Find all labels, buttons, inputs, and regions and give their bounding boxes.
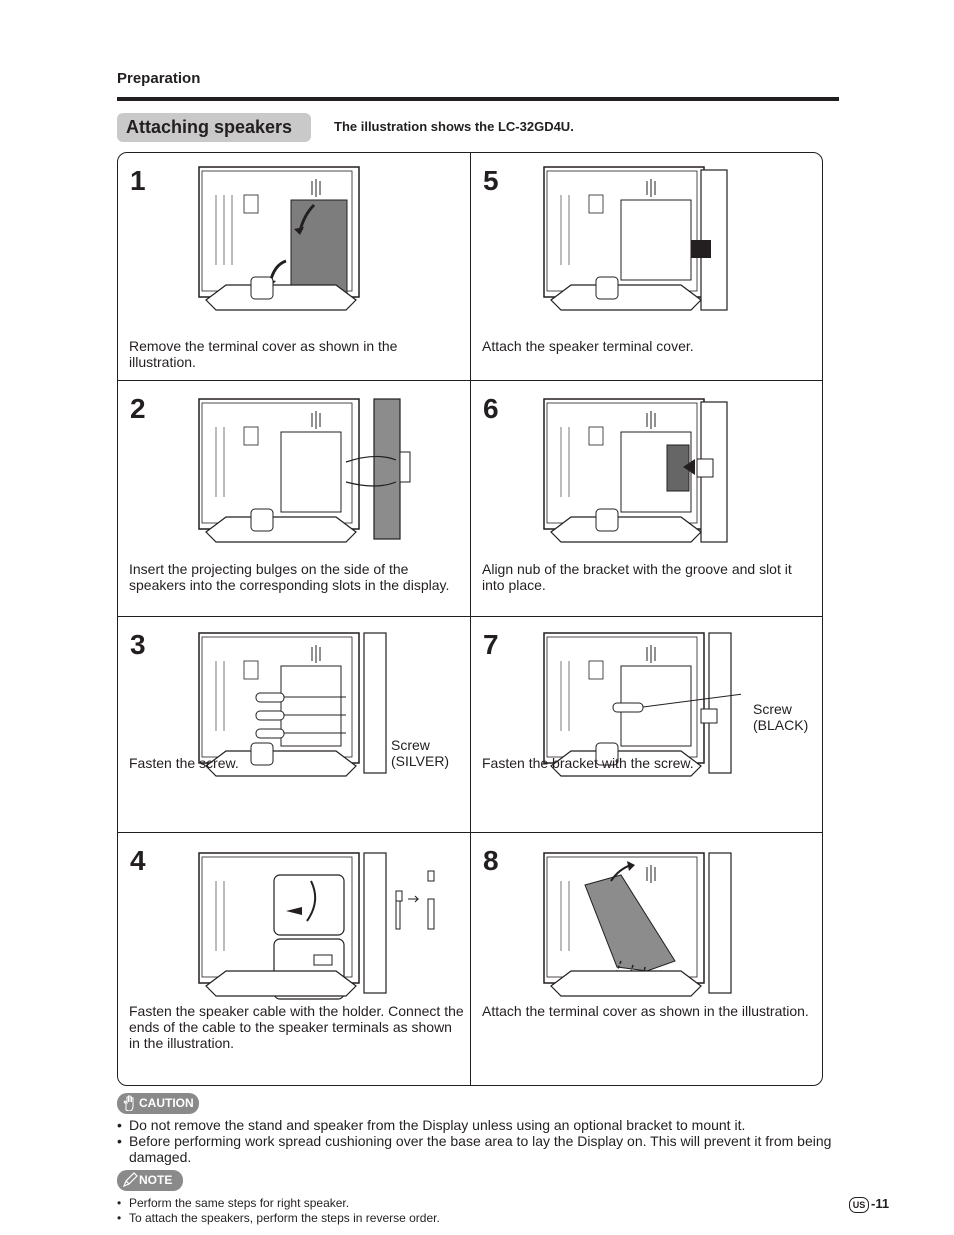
note-label: NOTE	[139, 1173, 173, 1187]
note-item: Perform the same steps for right speaker…	[117, 1196, 717, 1211]
step-3-illustration	[198, 632, 387, 777]
region-mark: US	[849, 1196, 869, 1213]
callout-line: Screw	[753, 701, 792, 717]
step-2-illustration	[198, 398, 411, 543]
step-number: 4	[130, 845, 146, 876]
step-6: 6 Align nub of the bracket with the groo…	[471, 381, 822, 616]
step-7: 7 Screw (BLACK) Fasten the bracket with …	[471, 617, 822, 832]
page-heading: Attaching speakers	[117, 113, 311, 142]
page-number-value: -11	[871, 1196, 890, 1211]
caution-badge: CAUTION	[117, 1093, 199, 1114]
step-4-illustration	[198, 852, 435, 1000]
step-text: Attach the speaker terminal cover.	[482, 338, 694, 354]
step-number: 5	[483, 165, 499, 196]
step-1-illustration	[198, 166, 360, 311]
step-1: 1 Remove the terminal cover as shown in …	[118, 153, 470, 380]
step-2: 2 Insert the projecting bulges on the si…	[118, 381, 470, 616]
step-number: 8	[483, 845, 499, 876]
step-8-illustration	[543, 852, 732, 997]
note-list: Perform the same steps for right speaker…	[117, 1196, 717, 1226]
note-badge: NOTE	[117, 1170, 183, 1191]
hand-icon	[123, 1095, 134, 1111]
callout-line: (BLACK)	[753, 717, 809, 733]
caution-item: Do not remove the stand and speaker from…	[117, 1117, 843, 1133]
step-text: Insert the projecting bulges on the side…	[129, 561, 450, 593]
step-number: 3	[130, 629, 146, 660]
caution-label: CAUTION	[139, 1096, 194, 1110]
screw-black-callout: Screw (BLACK)	[753, 701, 808, 733]
step-text: Attach the terminal cover as shown in th…	[482, 1003, 809, 1019]
step-text: Fasten the bracket with the screw.	[482, 755, 694, 771]
step-4: 4 Fasten the speaker cable with the hold…	[118, 833, 470, 1085]
step-7-illustration	[543, 632, 741, 777]
step-text: Remove the terminal cover as shown in th…	[129, 338, 398, 370]
step-5: 5 Attach the speaker terminal cover.	[471, 153, 822, 380]
pencil-icon	[122, 1172, 138, 1188]
callout-line: (SILVER)	[391, 753, 450, 769]
step-number: 7	[483, 629, 499, 660]
row-divider	[118, 832, 822, 833]
step-8: 8 Attach the terminal cover as shown in …	[471, 833, 822, 1085]
step-number: 2	[130, 393, 146, 424]
row-divider	[118, 380, 822, 381]
section-title: Preparation	[117, 70, 201, 87]
screw-silver-callout: Screw (SILVER)	[391, 737, 449, 769]
header-rule	[117, 97, 839, 101]
caution-item: Before performing work spread cushioning…	[117, 1133, 843, 1165]
illustration-note: The illustration shows the LC-32GD4U.	[334, 119, 574, 134]
note-item: To attach the speakers, perform the step…	[117, 1211, 717, 1226]
step-3: 3 Screw (SILVER) Fasten the screw.	[118, 617, 470, 832]
callout-line: Screw	[391, 737, 430, 753]
step-6-illustration	[543, 398, 728, 543]
steps-panel: 1 Remove the terminal cover as shown in …	[117, 152, 823, 1086]
row-divider	[118, 616, 822, 617]
caution-list: Do not remove the stand and speaker from…	[117, 1117, 843, 1165]
step-5-illustration	[543, 166, 728, 311]
step-text: Align nub of the bracket with the groove…	[482, 561, 792, 593]
column-divider	[470, 153, 471, 1085]
step-number: 6	[483, 393, 499, 424]
step-text: Fasten the speaker cable with the holder…	[129, 1003, 464, 1051]
page-number: US-11	[849, 1196, 889, 1213]
step-number: 1	[130, 165, 146, 196]
step-text: Fasten the screw.	[129, 755, 239, 771]
